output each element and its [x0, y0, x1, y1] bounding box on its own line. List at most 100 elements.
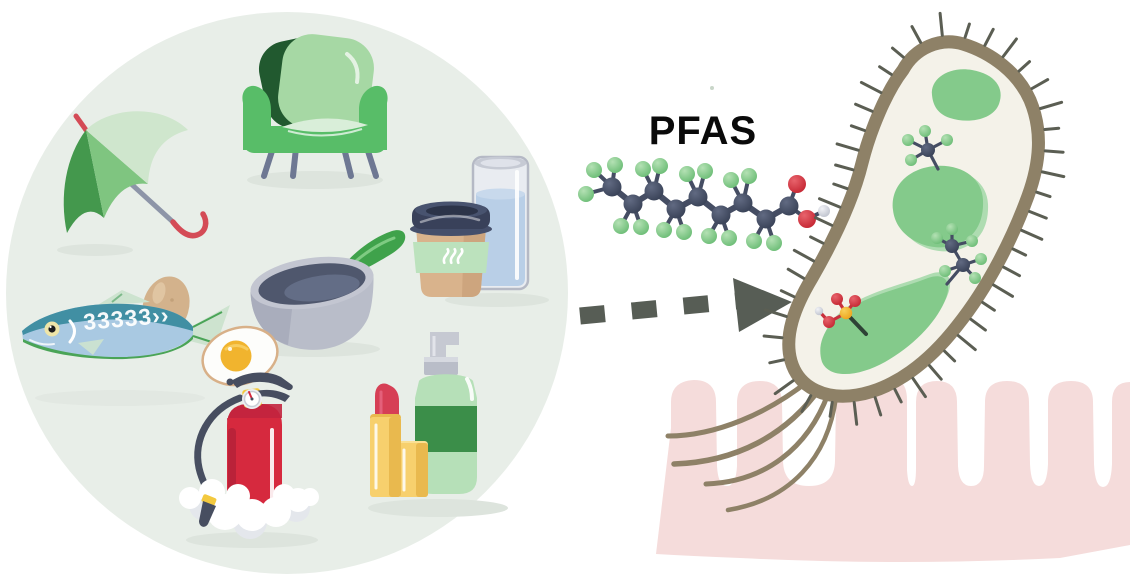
cilium-line — [1035, 190, 1052, 199]
fish-side-fin — [78, 339, 104, 355]
cilium-line — [983, 27, 995, 47]
umbrella-panel-pale — [86, 111, 188, 184]
cilium-line — [969, 317, 987, 332]
cilium-line — [1011, 247, 1028, 257]
fish-and-eggs: 33333›› — [22, 276, 279, 406]
cilium-line — [1017, 60, 1031, 73]
cup-lid-opening — [426, 205, 478, 217]
cilium-line — [956, 334, 977, 352]
armchair-icon — [242, 34, 388, 189]
pfas-molecule-icon — [578, 157, 830, 251]
armchair-right-arm — [359, 85, 388, 150]
cilium-line — [835, 142, 860, 152]
umbrella-shadow — [57, 244, 133, 256]
bacterium-cilia — [762, 11, 1066, 426]
fish-belly — [23, 335, 193, 360]
cilium-line — [779, 289, 796, 299]
cosmetics-icons — [368, 332, 508, 517]
carboxyl-group-atoms — [788, 175, 830, 228]
cilium-line — [828, 400, 834, 418]
umbrella-tip — [73, 113, 89, 133]
bacterium-icon — [665, 11, 1066, 513]
armchair-seat-highlight — [287, 128, 363, 137]
glass-water-surface — [476, 188, 525, 200]
arrow-head — [733, 278, 792, 332]
fish-shadow — [35, 390, 205, 406]
cilium-line — [943, 349, 957, 363]
cilium-line — [1028, 210, 1048, 220]
cilium-line — [1001, 37, 1018, 59]
carbon-atoms — [602, 177, 799, 229]
cilium-line — [818, 197, 842, 209]
cilium-line — [786, 267, 806, 280]
fish-back — [22, 303, 193, 335]
fish-gill-line — [68, 319, 76, 344]
umbrella-icon — [57, 111, 209, 256]
cilium-line — [849, 124, 867, 132]
pump-head — [430, 332, 459, 359]
cilium-line — [1043, 126, 1061, 131]
armchair-left-arm — [242, 85, 271, 150]
umbrella-panel-dark — [63, 130, 104, 233]
cilium-line — [911, 377, 927, 399]
cilium-line — [809, 235, 825, 245]
pfas-fragment-1 — [902, 125, 953, 171]
cosmetics-shadow — [368, 499, 508, 517]
extinguisher-tank-top-shade — [227, 404, 282, 425]
extinguisher-shadow — [186, 532, 318, 548]
pump-bottle-icon — [415, 332, 477, 494]
arrow-dashes — [579, 292, 737, 325]
cilium-line — [762, 334, 784, 340]
cilium-line — [938, 11, 944, 37]
fish-top-fin — [96, 290, 150, 306]
cilium-line — [910, 25, 923, 44]
cup-lid-highlight — [419, 214, 481, 224]
cilium-line — [992, 283, 1014, 298]
cilium-line — [963, 22, 971, 39]
cilium-line — [1030, 78, 1050, 90]
brown-egg-highlight — [152, 282, 166, 304]
cilium-line — [834, 163, 855, 172]
cilium-line — [814, 216, 834, 227]
cilium-line — [878, 65, 893, 76]
fluorine-atoms — [578, 157, 782, 251]
bacterium-contents — [814, 69, 1001, 375]
cilium-line — [854, 102, 874, 113]
cilium-line — [1002, 265, 1021, 278]
cilium-line — [800, 394, 813, 413]
cilium-line — [1020, 228, 1044, 241]
coffee-cup-icon — [410, 201, 492, 297]
cilium-line — [1039, 100, 1064, 110]
pan-interior-light — [284, 274, 360, 302]
hose-fitting — [201, 494, 217, 506]
sources-circle: 33333›› — [6, 12, 568, 574]
cilium-line — [928, 364, 943, 381]
cilium-line — [1043, 149, 1065, 154]
pfas-molecule-group: PFAS — [578, 86, 830, 251]
bottle-highlight — [465, 377, 474, 401]
extinguisher-handle — [231, 372, 293, 391]
cilium-line — [763, 308, 788, 318]
umbrella-panel-mid — [86, 130, 148, 218]
cilium-line — [873, 396, 883, 417]
sulfonate-fragment — [814, 293, 868, 336]
intestinal-villi — [656, 378, 1130, 562]
glass-rim-inner — [480, 159, 521, 167]
armchair-cushion-highlight — [345, 52, 360, 84]
cilium-line — [859, 80, 883, 95]
cilium-line — [773, 379, 795, 396]
frying-pan-icon — [244, 230, 406, 357]
pfas-label: PFAS — [649, 109, 757, 153]
cilium-line — [1040, 170, 1066, 179]
dashed-arrow-icon — [579, 278, 792, 332]
extinguisher-nozzle — [199, 501, 216, 527]
green-blobs — [820, 69, 1001, 375]
cilium-line — [852, 401, 859, 426]
umbrella-handle — [170, 211, 209, 239]
cilium-line — [832, 182, 849, 191]
cilium-line — [893, 387, 903, 404]
cilium-line — [891, 46, 905, 59]
lipstick-icon — [370, 383, 428, 497]
